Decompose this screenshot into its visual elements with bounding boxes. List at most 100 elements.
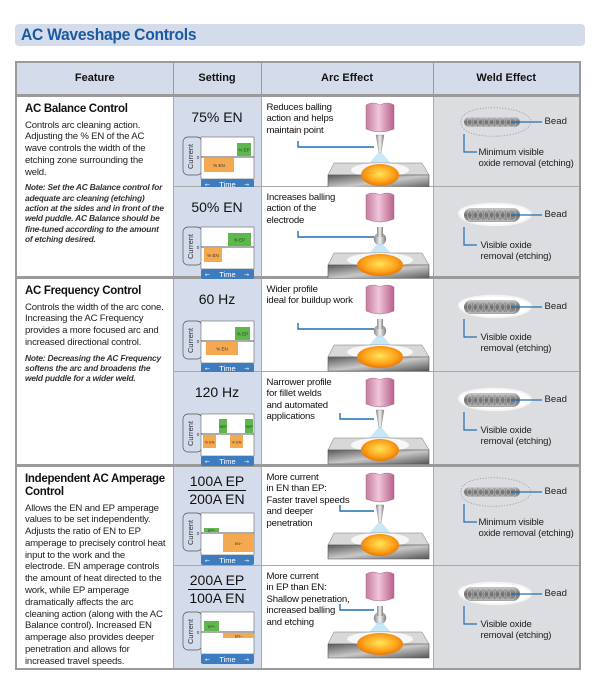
y-axis-label: Current [186, 420, 195, 446]
zero-label: 0 [196, 531, 199, 536]
zero-label: 0 [196, 245, 199, 250]
bead-ripple [488, 116, 500, 127]
waveform-svg: Current EP+EN− 0 ← Time → [182, 512, 254, 565]
bead-ripple [483, 300, 494, 313]
time-left-arrow: ← [205, 656, 210, 663]
ep-block [234, 326, 250, 340]
waveform-svg: Current % EN% EP 0 ← Time → [182, 136, 254, 189]
bead-ripple [494, 116, 505, 127]
etching-label-line: oxide removal (etching) [478, 528, 574, 539]
bead-ripple [488, 393, 500, 406]
etching-label-line: Visible oxide [480, 424, 532, 436]
arc-effect-line: in EP than EN: [266, 582, 327, 594]
bead-label: Bead [544, 485, 567, 497]
y-axis-label: Current [186, 143, 195, 169]
etching-label-line: Minimum visible [478, 146, 544, 158]
x-axis-label: Time [219, 364, 235, 373]
setting-ratio: 200A EP 100A EN [174, 572, 261, 607]
y-axis-label: Current [186, 327, 195, 353]
etching-label-line: oxide removal (etching) [478, 158, 574, 169]
setting-value: 120 Hz [194, 383, 240, 400]
weld-bead [463, 207, 520, 222]
ep-label: %EP [219, 425, 227, 429]
table-row: AC Frequency Control Controls the width … [15, 275, 581, 466]
ep-block [244, 418, 253, 433]
en-block [205, 341, 238, 355]
setting-cell: 50% EN Current % EN% EP 0 ← Time → [172, 185, 262, 279]
bead-ripple [494, 208, 505, 221]
time-left-arrow: ← [205, 458, 210, 465]
arc-effect-line: More current [266, 471, 319, 483]
bead-ripple [494, 486, 505, 497]
ep-label: EP+ [207, 625, 215, 629]
bead-label: Bead [544, 208, 567, 220]
en-block [222, 632, 254, 638]
time-right-arrow: → [244, 557, 249, 564]
feature-description: Controls the width of the arc cone. Incr… [25, 301, 164, 348]
arc-effect-line: Wider profile [266, 283, 318, 295]
arc-effect-line: and automated [266, 399, 329, 411]
weld-pool [360, 533, 399, 556]
arc-effect-line: Faster travel speeds [266, 494, 350, 506]
arc-illustration [296, 102, 429, 188]
ep-block [218, 418, 227, 433]
weld-bead [463, 486, 520, 497]
table-row: AC Balance Control Controls arc cleaning… [15, 93, 581, 278]
table-row: Independent AC Amperage Control Allows t… [15, 463, 581, 670]
waveform-svg: Current % EN%EP% EN%EP 0 ← Time → [182, 413, 254, 466]
arc-effect-line: ideal for buildup work [266, 295, 353, 306]
setting-denominator: 200A EN [189, 490, 245, 507]
table-row: 120 Hz Current % EN%EP% EN%EP 0 ← Time → [16, 370, 581, 466]
waveform-diagram: Current EP+EN− 0 ← Time → [182, 610, 256, 666]
arc-illustration [327, 377, 429, 464]
column-header-setting: Setting [172, 61, 262, 96]
feature-description: Controls arc cleaning action. Adjusting … [25, 119, 146, 178]
etch-callout-line [462, 605, 477, 625]
bead-ripple [472, 116, 483, 127]
feature-title: AC Frequency Control [25, 284, 142, 297]
time-right-arrow: → [244, 181, 249, 188]
zero-label: 0 [196, 432, 199, 437]
column-header-weld-effect: Weld Effect [432, 61, 581, 96]
setting-numerator: 200A EP [187, 571, 247, 590]
arc-effect-line: Increases balling [266, 191, 336, 203]
bead-ripple [461, 300, 472, 313]
bead-ripple [461, 393, 472, 406]
bead-ripple [461, 486, 472, 497]
waveform-svg: Current EP+EN− 0 ← Time → [182, 611, 254, 664]
etching-label-line: Minimum visible [478, 516, 544, 528]
weld-pool [356, 345, 403, 368]
setting-cell: 75% EN Current % EN% EP 0 ← Time → [172, 93, 262, 189]
ep-block [203, 527, 219, 532]
en-block [203, 247, 222, 262]
time-right-arrow: → [244, 365, 249, 372]
ep-block [227, 232, 251, 246]
bead-ripple [472, 300, 483, 313]
en-label: EN− [234, 634, 242, 638]
setting-numerator: 100A EP [187, 472, 247, 491]
weld-illustration [457, 387, 542, 431]
bead-ripple [483, 393, 494, 406]
bead-ripple [472, 486, 483, 497]
bead-ripple [499, 208, 511, 221]
weld-pool [360, 438, 399, 461]
etch-callout-line [462, 318, 477, 338]
callout-line [296, 230, 374, 238]
time-right-arrow: → [244, 656, 249, 663]
callout-line [338, 603, 374, 611]
en-label: % EN [207, 253, 219, 258]
bead-ripple [499, 116, 511, 127]
x-axis-label: Time [219, 457, 235, 466]
time-left-arrow: ← [205, 181, 210, 188]
torch-cup [365, 472, 394, 502]
title-banner: AC Waveshape Controls [15, 24, 585, 46]
